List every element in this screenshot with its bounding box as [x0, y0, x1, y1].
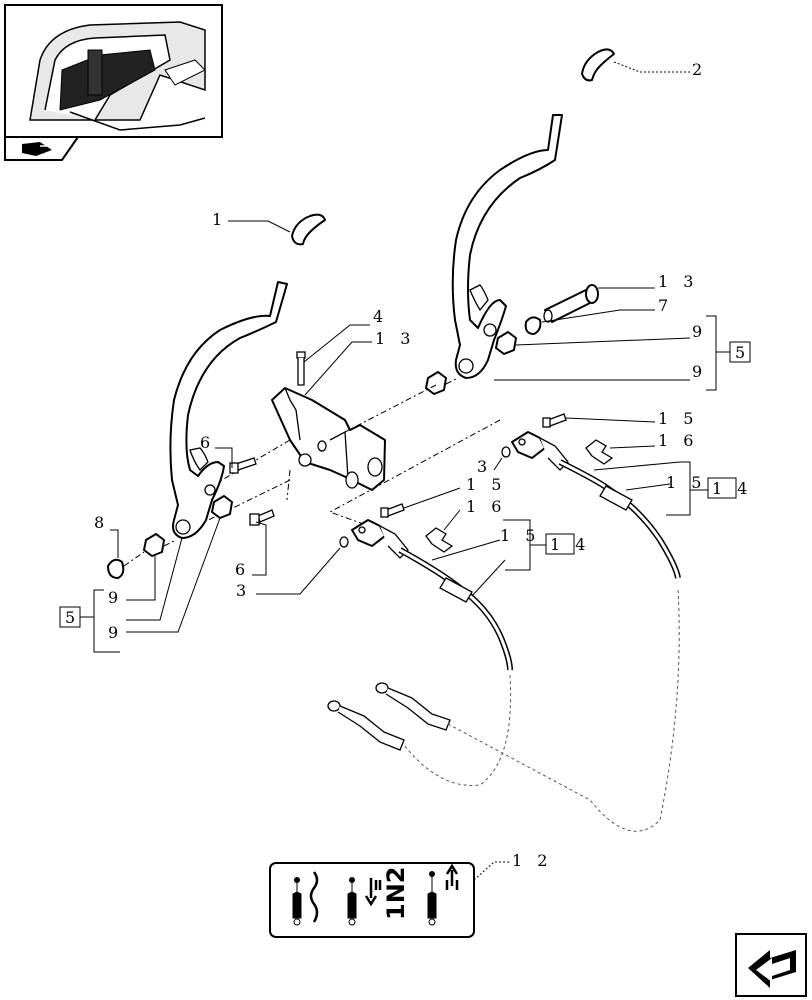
- callout-16b: 1 6: [466, 497, 506, 516]
- thumbnail-tractor-cab: [4, 4, 223, 138]
- washer-3-left: [339, 536, 349, 548]
- callout-3a: 3: [236, 581, 251, 600]
- callout-11: 1 3: [658, 272, 698, 291]
- bolt-6-upper: [229, 457, 257, 474]
- gear-range-text: 1N2: [382, 867, 410, 920]
- lever-grip-1: [291, 213, 326, 246]
- boxed-ref-5b: 5: [65, 608, 80, 627]
- callout-13b: 1 5: [466, 475, 506, 494]
- callout-7: 7: [658, 296, 673, 315]
- bolt-6-lower: [249, 509, 275, 526]
- callout-12: 1 2: [512, 851, 552, 870]
- callout-13a: 1 5: [658, 409, 698, 428]
- callout-9d: 9: [692, 362, 707, 381]
- boxed-ref-14a: 1 4: [712, 479, 752, 498]
- retaining-clip-7: [524, 316, 542, 335]
- retaining-clip-8: [107, 558, 125, 579]
- callout-6a: 6: [200, 433, 215, 452]
- lever-down-icon: [347, 877, 382, 926]
- callout-8: 8: [94, 513, 109, 532]
- lever-neutral-icon: [292, 871, 319, 926]
- right-hand-lever: [451, 114, 563, 379]
- boxed-ref-14b: 1 4: [550, 535, 590, 554]
- lever-grip-2: [581, 48, 615, 82]
- bolt-13-right: [542, 413, 567, 428]
- callout-16a: 1 6: [658, 431, 698, 450]
- washer-3-right: [501, 446, 511, 458]
- lever-up-icon: [427, 863, 459, 926]
- spring-clip-16-right: [585, 439, 614, 465]
- bushing-9-lower-right: [425, 371, 447, 395]
- callout-1: 1: [212, 210, 227, 229]
- callout-15b: 1 5: [500, 526, 540, 545]
- callout-9c: 9: [692, 322, 707, 341]
- section-marker-icon: [4, 136, 80, 161]
- bolt-4: [296, 351, 306, 386]
- spring-clip-16-left: [425, 527, 454, 553]
- left-hand-lever: [169, 281, 288, 539]
- shift-pattern-decal-12: 1N2: [269, 862, 475, 938]
- mounting-bracket-10: [271, 387, 386, 491]
- callout-15a: 1 5: [666, 473, 706, 492]
- bolt-13-left: [380, 503, 405, 518]
- next-page-arrow-icon[interactable]: [735, 933, 807, 997]
- callout-9b: 9: [108, 623, 123, 642]
- boxed-ref-5a: 5: [735, 343, 750, 362]
- bushing-9-upper-right: [495, 331, 517, 355]
- callout-10: 1 3: [375, 329, 415, 348]
- callout-9a: 9: [108, 588, 123, 607]
- callout-4: 4: [373, 307, 388, 326]
- bushing-9-upper-left: [211, 495, 233, 519]
- pivot-pin-11: [543, 284, 599, 323]
- callout-3b: 3: [477, 457, 492, 476]
- bushing-9-lower-left: [143, 533, 165, 557]
- cable-end-a: [375, 682, 451, 731]
- callout-6b: 6: [235, 560, 250, 579]
- cable-end-b: [327, 700, 405, 751]
- control-cable-left: [351, 519, 513, 671]
- control-cable-right: [511, 431, 681, 579]
- callout-2: 2: [692, 60, 707, 79]
